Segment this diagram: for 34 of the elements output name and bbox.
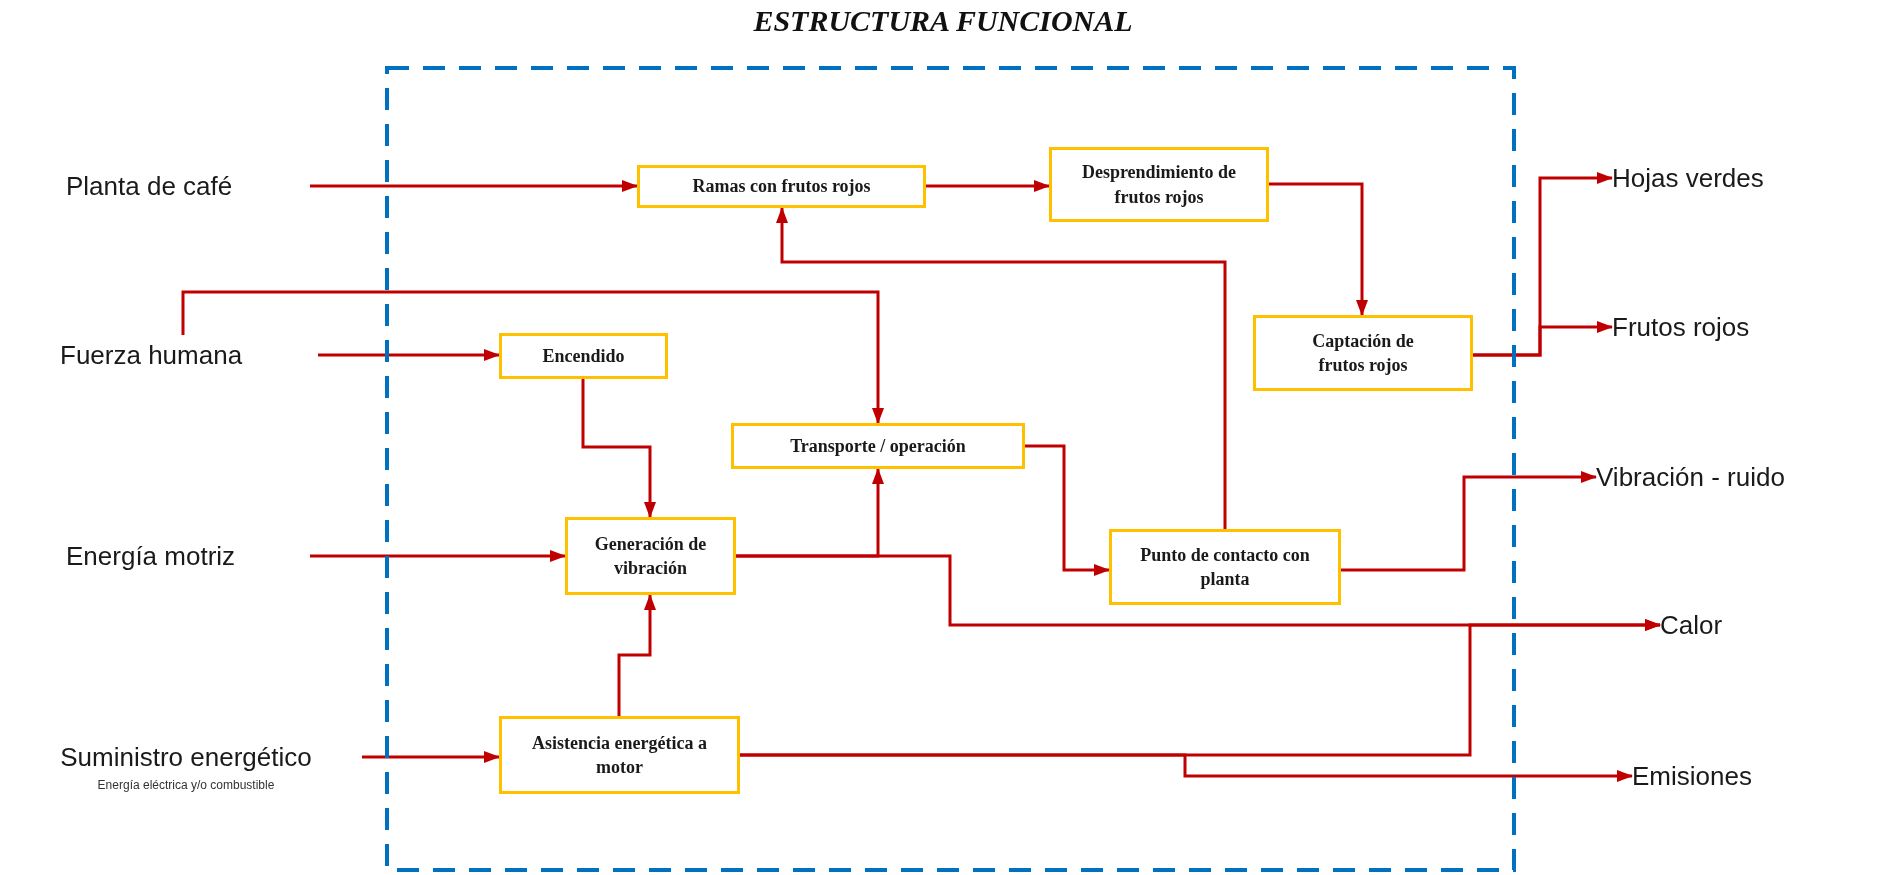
diagram-title: ESTRUCTURA FUNCIONAL (752, 4, 1134, 38)
arrow (1269, 182, 1368, 316)
arrow (1341, 471, 1597, 572)
flow-label: Planta de café (66, 170, 233, 203)
flow-label: Calor (1660, 609, 1723, 642)
arrow (617, 594, 656, 716)
arrow (581, 379, 656, 518)
arrow (776, 207, 1227, 529)
function-box: Captación de frutos rojos (1253, 315, 1473, 391)
flow-note: Energía eléctrica y/o combustible (97, 777, 275, 793)
function-box: Ramas con frutos rojos (637, 165, 926, 208)
arrow (310, 550, 566, 562)
flow-label: Energía motriz (66, 540, 236, 573)
flow-label: Fuerza humana (60, 339, 243, 372)
function-box: Generación de vibración (565, 517, 736, 595)
system-boundary (385, 66, 1516, 872)
flow-label: Vibración - ruido (1596, 461, 1785, 494)
arrow (362, 751, 500, 763)
flow-label: Hojas verdes (1612, 162, 1764, 195)
flow-label: Suministro energético (60, 741, 312, 774)
arrow (318, 349, 500, 361)
arrow (1473, 321, 1613, 357)
function-box: Punto de contacto con planta (1109, 529, 1341, 605)
arrow (310, 180, 638, 192)
arrow (1025, 444, 1110, 576)
function-box: Desprendimiento de frutos rojos (1049, 147, 1269, 222)
flow-label: Emisiones (1632, 760, 1752, 793)
arrow (740, 753, 1633, 782)
function-box: Asistencia energética a motor (499, 716, 740, 794)
arrow (181, 290, 884, 424)
arrow (926, 180, 1050, 192)
function-box: Encendido (499, 333, 668, 379)
flow-label: Frutos rojos (1612, 311, 1750, 344)
function-box: Transporte / operación (731, 423, 1025, 469)
